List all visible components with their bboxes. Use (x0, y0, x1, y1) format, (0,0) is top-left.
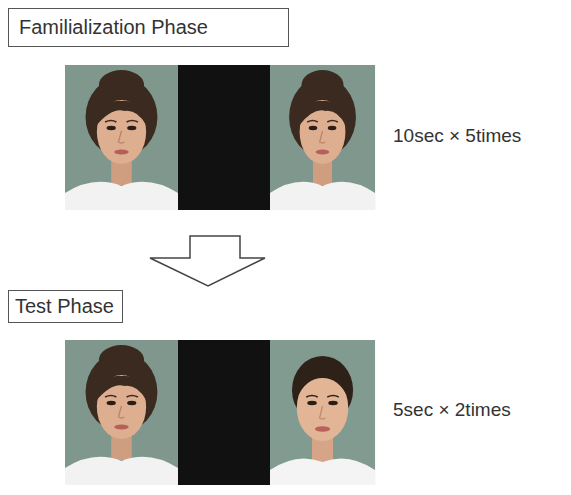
test-stimuli (65, 340, 375, 485)
face-photo (65, 340, 178, 485)
hollow-arrow (150, 236, 265, 286)
black-divider (178, 340, 270, 485)
face-photo (270, 65, 375, 210)
black-divider (178, 65, 270, 210)
face-photo (270, 340, 375, 485)
familiarization-stimuli (65, 65, 375, 210)
duration-label: 10sec × 5times (393, 125, 521, 148)
phase-title: Test Phase (15, 295, 114, 318)
phase-title: Familialization Phase (19, 16, 208, 39)
face-photo (65, 65, 178, 210)
duration-label: 5sec × 2times (393, 399, 511, 422)
phase-box: Familialization Phase (8, 8, 289, 47)
phase-box: Test Phase (8, 290, 123, 323)
